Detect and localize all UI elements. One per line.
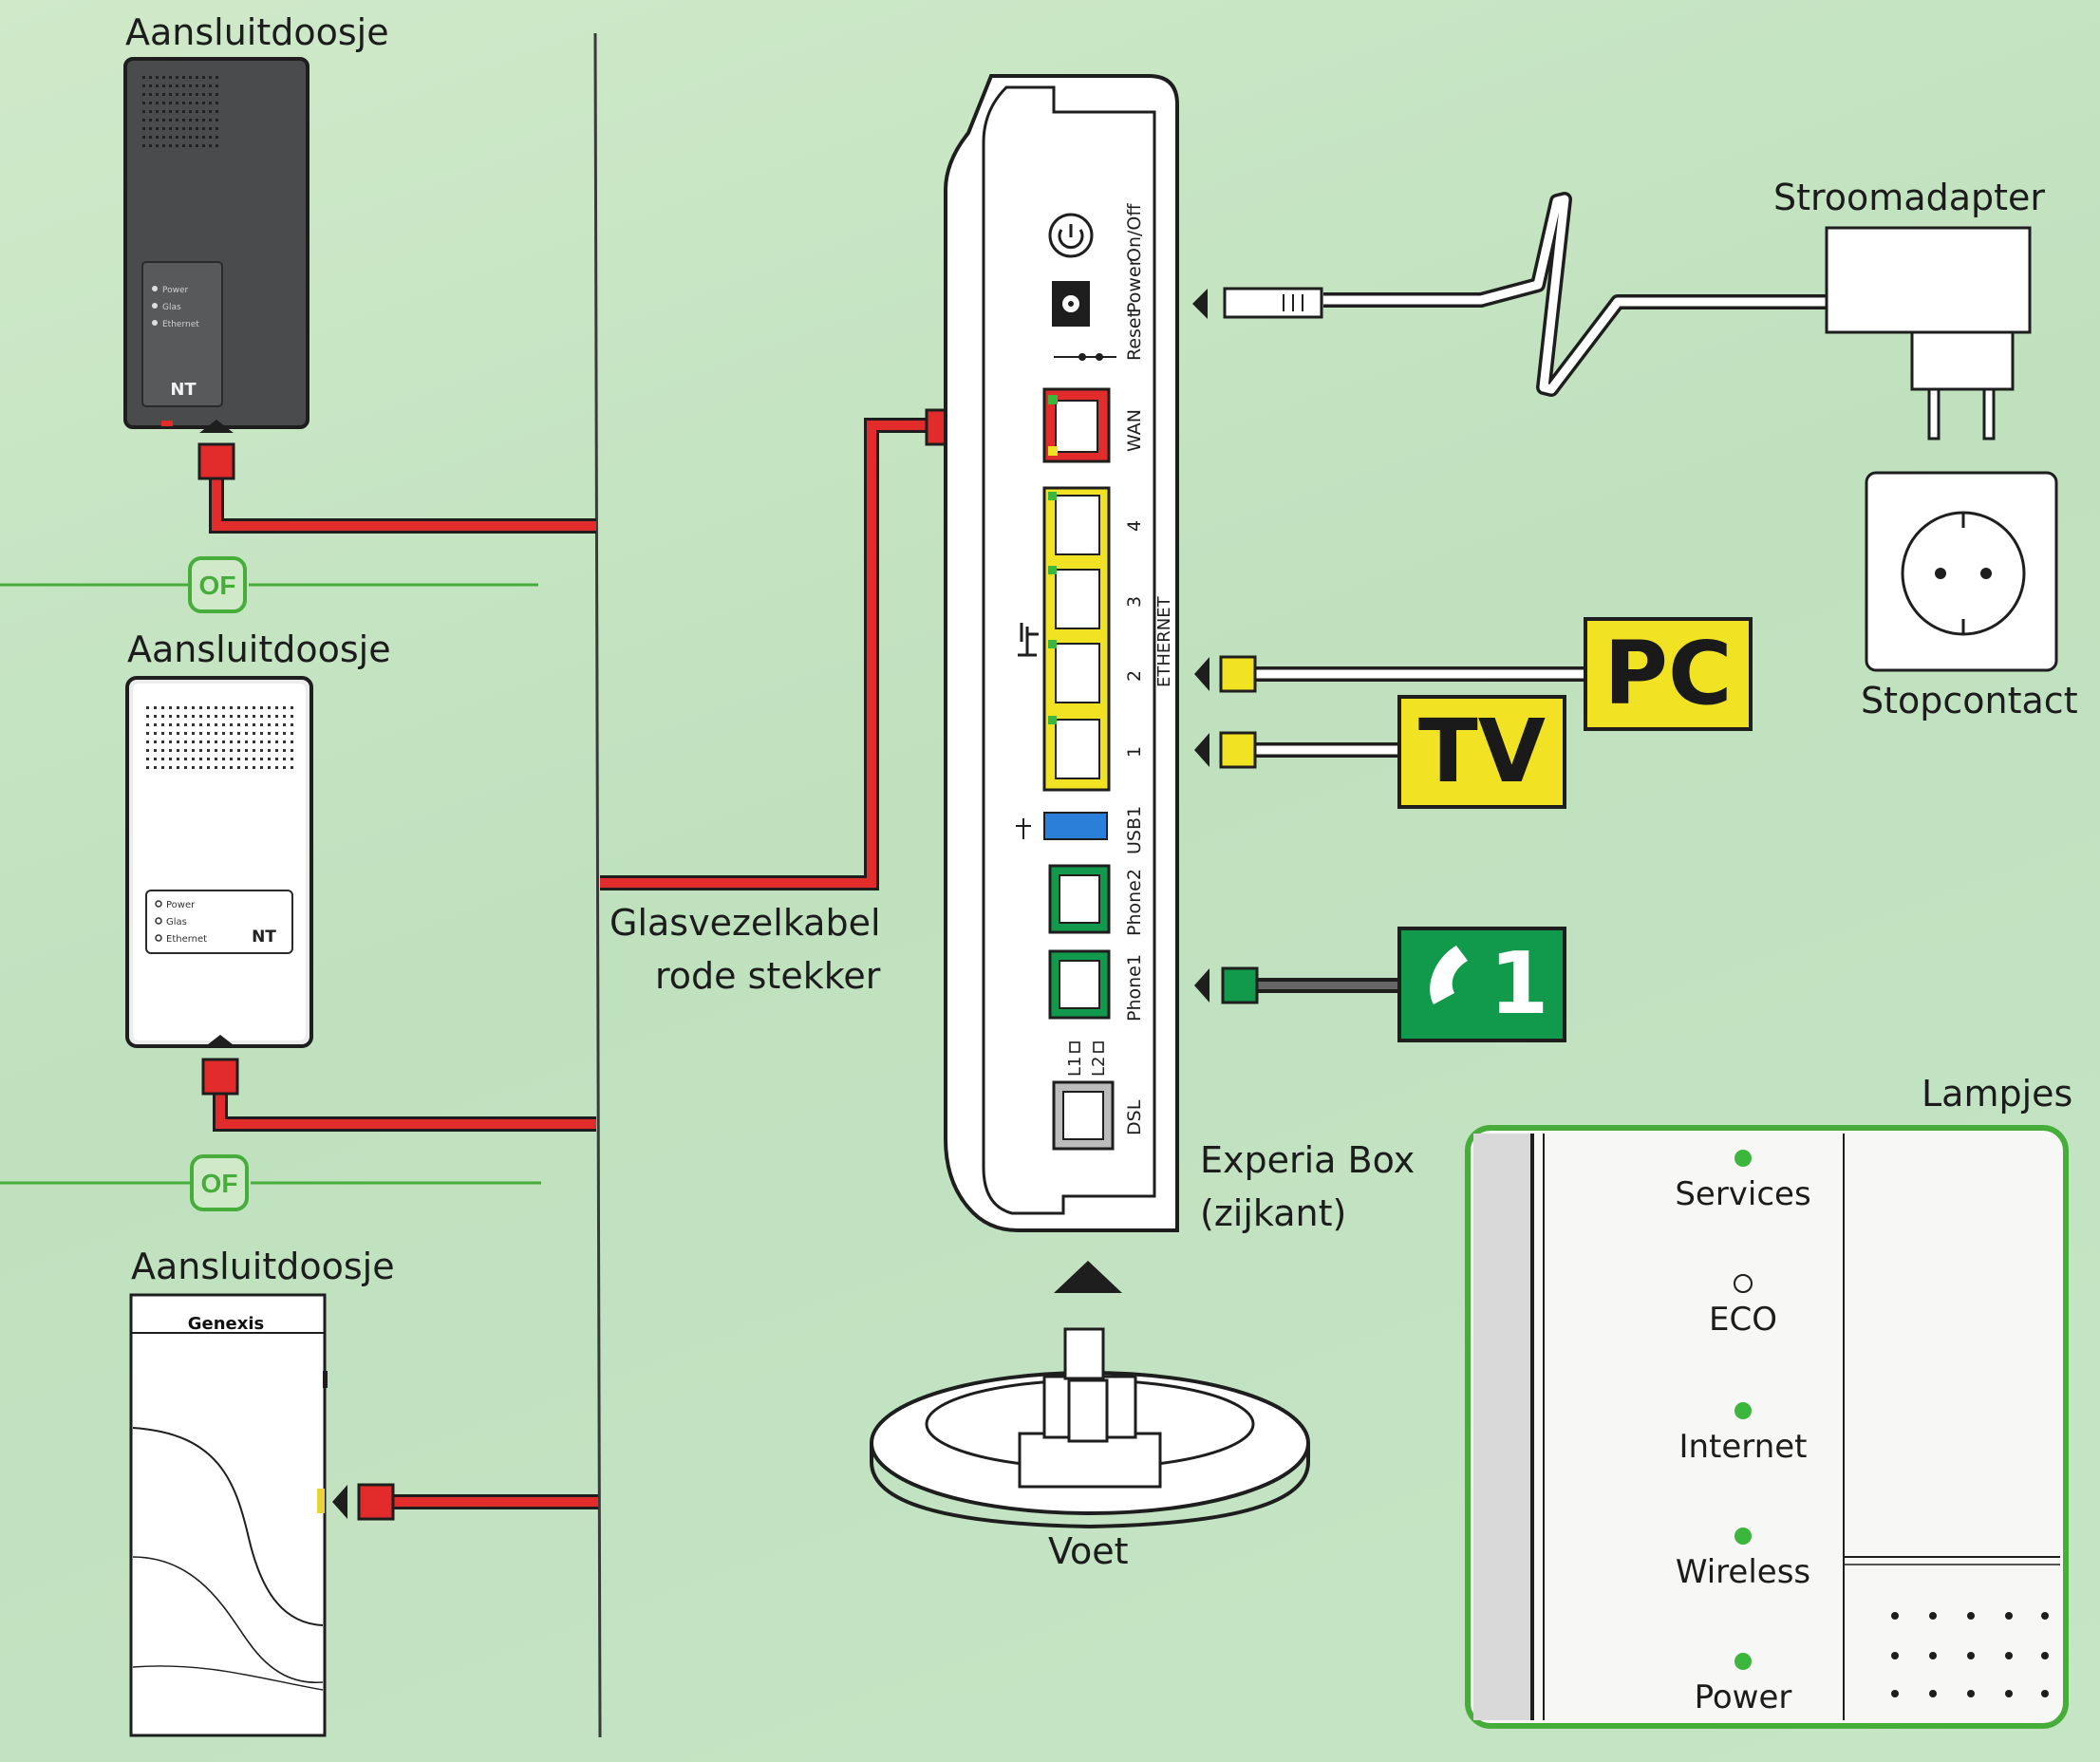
lights-panel [1465,1125,2069,1729]
led-label: Power [162,286,189,295]
port-label-dsl: DSL [1124,1099,1145,1135]
led-eco [1734,1274,1753,1293]
port-label-power: Power [1124,258,1145,313]
connection-box-2: Power Glas Ethernet NT [125,676,313,1048]
port-label-reset: Reset [1124,310,1145,361]
led-power [1734,1653,1752,1670]
speaker-grille [142,76,218,147]
nt-label: NT [170,380,197,400]
brand-label: Genexis [188,1314,265,1334]
port-label-phone1: Phone1 [1124,954,1145,1022]
phone-target-number: 1 [1489,934,1549,1034]
led-label: Ethernet [162,320,199,329]
tv-target: TV [1418,701,1546,802]
led-internet [1734,1402,1752,1419]
phone-icon [1430,946,1468,1004]
port-label-eth3: 3 [1124,596,1145,608]
led-label: Ethernet [166,934,207,945]
power-adapter [1192,192,2032,440]
led-label: Power [166,900,196,910]
box3-label: Aansluitdoosje [131,1246,395,1287]
led-panel [141,261,223,407]
pc-target: PC [1603,623,1733,724]
connection-box-3: Genexis [129,1293,328,1737]
port-label-phone2: Phone2 [1124,869,1145,936]
phone-cable [1194,927,1566,1042]
connection-box-1: Power Glas Ethernet NT [123,57,309,429]
router-stand [870,1261,1310,1529]
light-label-internet: Internet [1678,1428,1808,1466]
light-label-services: Services [1675,1175,1811,1213]
usb-port [1043,812,1108,840]
ethernet-cables [1194,617,1753,809]
light-label-power: Power [1694,1678,1792,1716]
lights-title: Lampjes [1922,1073,2073,1115]
router-label-line1: Experia Box [1200,1139,1416,1181]
or-separator-1: OF [0,556,538,613]
adapter-label: Stroomadapter [1773,177,2046,218]
led-label: Glas [162,303,181,312]
nt-label: NT [252,928,276,947]
port-label-ethernet: ETHERNET [1154,595,1174,687]
light-label-wireless: Wireless [1675,1553,1811,1591]
box2-label: Aansluitdoosje [127,628,391,670]
port-label-usb: USB1 [1124,806,1145,854]
stand-label: Voet [1048,1530,1129,1572]
or-label: OF [199,571,236,600]
socket-label: Stopcontact [1861,680,2078,722]
or-label: OF [201,1169,238,1198]
port-label-eth4: 4 [1124,520,1145,532]
led-label: Glas [166,917,187,928]
port-label-eth1: 1 [1124,746,1145,758]
wall-socket [1865,471,2058,672]
port-label-l1: L1 [1065,1057,1085,1077]
led-wireless [1734,1528,1752,1545]
cable-label-line2: rode stekker [655,955,881,997]
led-panel [145,890,293,954]
port-label-wan: WAN [1124,409,1145,452]
port-label-onoff: On/Off [1124,203,1145,262]
port-label-eth2: 2 [1124,670,1145,682]
port-label-l2: L2 [1089,1057,1109,1077]
led-services [1734,1150,1752,1167]
router-side: Reset Power On/Off WAN 4 3 2 1 ETHERNET … [944,74,1179,1232]
light-label-eco: ECO [1709,1301,1777,1339]
speaker-grille [146,706,293,769]
box1-label: Aansluitdoosje [125,11,389,53]
router-label-line2: (zijkant) [1200,1192,1347,1234]
vertical-divider [593,32,602,1738]
cable-label-line1: Glasvezelkabel [609,902,881,944]
or-separator-2: OF [0,1154,541,1211]
